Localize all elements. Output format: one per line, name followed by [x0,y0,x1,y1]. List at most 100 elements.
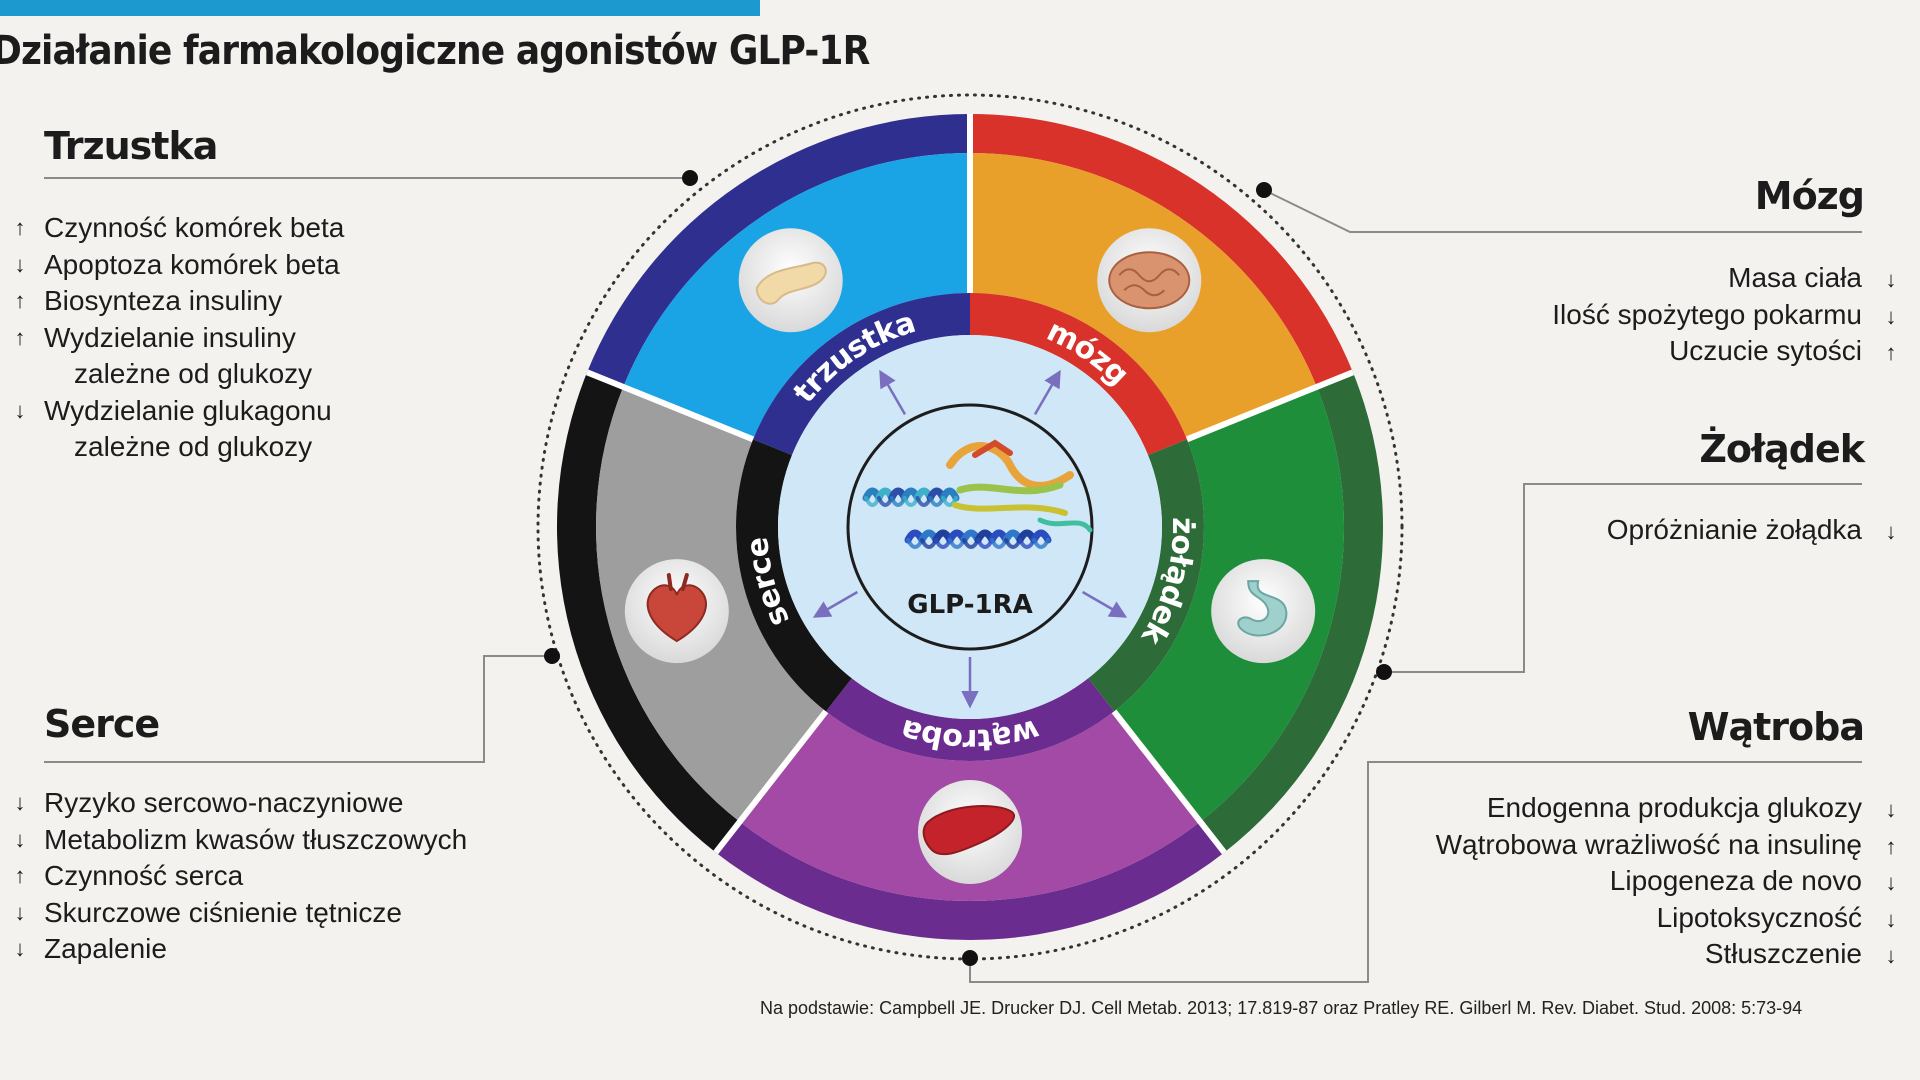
trzustka-effect-text: Apoptoza komórek beta [44,248,340,280]
serce-effect-text: Czynność serca [44,860,244,891]
trzustka-organ-icon [738,228,843,333]
trzustka-effect-item: ↑ Czynność komórek beta [15,210,345,247]
inner-ring-serce [736,439,852,712]
watroba-effect-item: Lipotoksyczność ↓ [1436,900,1902,937]
watroba-effect-item: Endogenna produkcja glukozy ↓ [1436,790,1902,827]
source-citation: Na podstawie: Campbell JE. Drucker DJ. C… [760,998,1803,1018]
trzustka-effect-item: ↓ Apoptoza komórek beta [15,247,344,284]
section-title-serce: Serce [44,702,160,746]
watroba-effect-text: Lipotoksyczność [1656,901,1862,933]
mozg-effect-item: Uczucie sytości↑ [1552,333,1902,370]
center-inner-circle [846,403,1094,651]
zoladek-effects-list: Opróżnianie żołądka ↓ [1607,512,1902,549]
trzustka-effect-item: zależne od glukozy [44,429,344,466]
zoladek-organ-icon [1211,559,1316,664]
outer-ring-mozg [970,114,1353,387]
serce-effect-item: ↓Metabolizm kwasów tłuszczowych [15,822,468,859]
mozg-organ-icon [1097,228,1202,333]
mozg-effect-text: Uczucie sytości [1669,335,1862,366]
arrow-up-icon: ↑ [1885,833,1897,859]
outer-ring-zoladek [1200,372,1383,853]
watroba-effect-item: Wątrobowa wrażliwość na insulinę ↑ [1436,827,1902,864]
arrow-up-icon: ↑ [14,215,26,240]
center-disc-fill [778,335,1162,719]
inner-ring-watroba [825,678,1115,762]
effect-arrow-icon [879,369,907,416]
arrow-down-icon: ↓ [1885,906,1897,932]
leader-line [969,761,1862,983]
watroba-effect-text: Endogenna produkcja glukozy [1486,792,1862,823]
leader-dot [1256,182,1272,198]
watroba-effect-text: Wątrobowa wrażliwość na insulinę [1435,828,1862,860]
outer-ring-trzustka [587,114,970,387]
watroba-effect-item: Stłuszczenie↓ [1436,936,1902,973]
dotted-outline [536,93,1404,961]
leader-dot [962,950,978,966]
serce-effect-text: Skurczowe ciśnienie tętnicze [44,896,402,928]
leader-line [1384,483,1862,673]
section-title-zoladek: Żołądek [1699,427,1865,471]
arrow-down-icon: ↓ [14,899,26,925]
arrow-down-icon: ↓ [14,790,26,815]
zoladek-effect-text: Opróżnianie żołądka [1606,514,1862,545]
trzustka-effect-text: Wydzielanie insuliny [44,321,296,353]
page-title: Działanie farmakologiczne agonistów GLP-… [0,28,870,74]
trzustka-effects-list: ↑ Czynność komórek beta ↓ Apoptoza komórek … [15,210,345,466]
zoladek-effect-item: Opróżnianie żołądka ↓ [1607,512,1902,549]
mozg-effect-item: Masa ciała ↓ [1552,260,1902,297]
serce-effect-item: ↓ Zapalenie [15,931,467,968]
serce-effect-item: ↓ Skurczowe ciśnienie tętnicze [15,895,467,932]
outer-ring-serce [557,372,740,853]
mozg-effect-text: Masa ciała [1728,262,1862,293]
serce-effect-item: ↑ Czynność serca [15,858,467,895]
serce-effect-text: Metabolizm kwasów tłuszczowych [44,823,468,855]
inner-ring-mozg [970,293,1187,456]
trzustka-effect-item: ↑ Biosynteza insuliny [15,283,344,320]
effect-arrow-icon [1081,590,1128,618]
arrow-down-icon: ↓ [14,251,26,277]
arrow-down-icon: ↓ [1885,519,1897,544]
watroba-effect-text: Lipogeneza de novo [1609,865,1862,896]
mozg-effect-text: Ilość spożytego pokarmu [1552,298,1862,330]
arrow-up-icon: ↑ [14,324,26,350]
organ-icons [624,228,1316,884]
watroba-effects-list: Endogenna produkcja glukozy ↓ Wątrobowa wr… [1436,790,1902,973]
serce-effect-item: ↓ Ryzyko sercowo-naczyniowe [15,785,467,822]
outer-ring-watroba [715,821,1225,941]
watroba-effect-item: Lipogeneza de novo ↓ [1436,863,1902,900]
arrow-down-icon: ↓ [1885,267,1897,292]
watroba-effect-text: Stłuszczenie [1704,938,1862,969]
leader-dot [544,648,560,664]
trzustka-effect-item: zależne od glukozy [44,356,344,393]
trzustka-effect-item: ↓Wydzielanie glukagonu [15,393,344,430]
inner-ring-trzustka [753,293,970,456]
serce-effect-text: Ryzyko sercowo-naczyniowe [44,787,404,818]
outer-dotted-ring [536,93,1404,961]
center-disc: GLP-1RA [778,335,1162,719]
serce-effect-text: Zapalenie [44,933,167,964]
serce-organ-icon [624,559,729,664]
inner-ring-zoladek [1088,439,1205,712]
arrow-down-icon: ↓ [14,936,26,961]
leader-dot [682,170,698,186]
arrow-down-icon: ↓ [14,397,26,423]
center-label: GLP-1RA [907,590,1033,620]
serce-effects-list: ↓Ryzyko sercowo-naczyniowe↓Metabolizm kw… [15,785,468,968]
arrow-down-icon: ↓ [1885,870,1897,895]
arrow-up-icon: ↑ [14,288,26,313]
watroba-organ-icon [918,780,1022,884]
trzustka-effect-text: zależne od glukozy [74,431,313,462]
mozg-effects-list: Masa ciała ↓ Ilość spożytego pokarmu ↓ Uczuc… [1552,260,1902,370]
arrow-down-icon: ↓ [1885,303,1897,329]
trzustka-effect-text: Biosynteza insuliny [44,285,283,316]
leader-dot [1376,664,1392,680]
arrow-down-icon: ↓ [1885,797,1897,822]
section-title-mozg: Mózg [1754,174,1865,218]
trzustka-effect-text: Czynność komórek beta [44,212,345,243]
effect-arrow-icon [812,590,859,618]
section-title-watroba: Wątroba [1687,705,1865,749]
trzustka-effect-text: zależne od glukozy [74,358,313,389]
leader-line [1263,189,1862,233]
arrow-up-icon: ↑ [14,863,26,888]
